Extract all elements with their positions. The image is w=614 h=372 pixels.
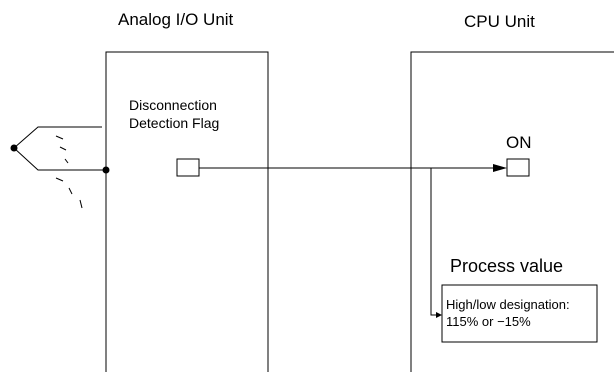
analog-unit-box — [105, 51, 269, 372]
branch-line — [430, 168, 438, 316]
analog-unit-title: Analog I/O Unit — [118, 10, 234, 29]
designation-line1: High/low designation: — [446, 297, 570, 312]
cpu-flag-box — [506, 158, 530, 177]
disconnection-flag-box — [176, 158, 200, 177]
sensor-lead-upper — [13, 126, 102, 149]
process-value-label: Process value — [450, 256, 564, 276]
terminal-dot — [102, 166, 110, 174]
sensor-lead-lower — [13, 147, 106, 171]
cpu-unit-title: CPU Unit — [464, 12, 535, 31]
disconnection-flag-label-line2: Detection Flag — [129, 114, 220, 131]
designation-text: High/low designation: 115% or −15% — [446, 297, 570, 331]
branch-arrowhead — [436, 312, 442, 318]
disconnection-break-marks — [55, 135, 83, 209]
on-label: ON — [506, 133, 532, 152]
cpu-unit-box — [410, 51, 614, 372]
disconnection-flag-label-line1: Disconnection — [129, 97, 217, 113]
sensor-junction-dot — [10, 144, 18, 152]
designation-box — [441, 284, 598, 343]
signal-arrowhead — [493, 164, 507, 172]
designation-line2: 115% or −15% — [446, 313, 531, 329]
sensor-icon — [13, 126, 106, 209]
disconnection-flag-label: Disconnection Detection Flag — [129, 97, 219, 133]
